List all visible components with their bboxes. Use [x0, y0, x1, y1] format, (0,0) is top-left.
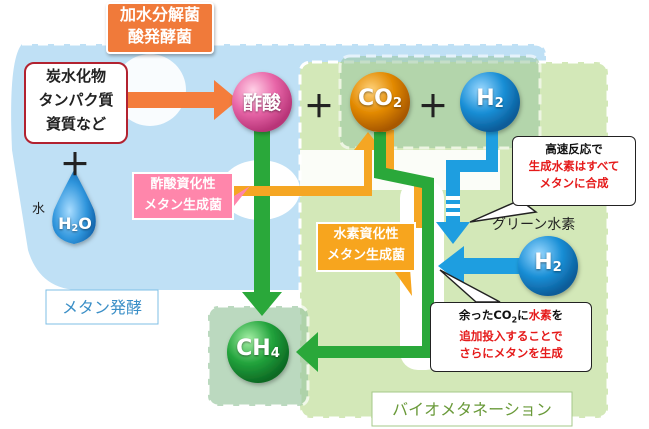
acetic-acid-ball: [232, 72, 292, 132]
yellow-line1: 水素資化性: [333, 227, 399, 242]
substrate-line1: 炭水化物: [45, 67, 106, 85]
methane-fermentation-label: メタン発酵: [61, 298, 142, 317]
substrate-line3: 資質など: [45, 115, 106, 133]
hydrogenotrophic-methanogen-label: 水素資化性 メタン生成菌: [316, 222, 416, 272]
h2o-text: H2O: [58, 214, 92, 234]
callout-top-line1: 高速反応で: [545, 142, 603, 156]
yellow-acetate-co2-arrow: [226, 132, 382, 196]
enzyme-line1: 加水分解菌: [119, 5, 200, 24]
h2-text: H2: [476, 86, 504, 111]
co2-text: CO2: [357, 86, 403, 111]
callout-fast-reaction: 高速反応で 生成水素はすべて メタンに合成: [512, 136, 636, 206]
green-hydrogen-label: グリーン水素: [492, 217, 576, 233]
enzyme-label-box: 加水分解菌 酸発酵菌: [106, 2, 214, 54]
ch4-ball: [227, 321, 289, 383]
callout-bottom-line2: 追加投入することで: [459, 329, 563, 344]
acetoclastic-methanogen-label: 酢酸資化性 メタン生成菌: [132, 172, 234, 220]
yellow-line2: メタン生成菌: [326, 248, 405, 263]
substrate-box: 炭水化物 タンパク質 資質など: [24, 62, 128, 144]
substrate-line2: タンパク質: [38, 91, 114, 109]
plus-acid-co2: ＋: [304, 90, 334, 125]
callout-extra-hydrogen: 余ったCO2に水素を 追加投入することで さらにメタンを生成: [430, 302, 592, 372]
bio-methanation-label: バイオメタネーション: [392, 400, 552, 419]
water-drop-icon: [52, 170, 96, 244]
acetate-to-methane-arrow: [242, 128, 282, 316]
co2-to-methane-arrow: [296, 132, 434, 372]
co2-ball: [350, 72, 410, 132]
callout-top-line2: 生成水素はすべて: [528, 159, 620, 173]
hydrolysis-arrow: [128, 80, 238, 120]
callout-top-line3: メタンに合成: [539, 176, 609, 190]
green-h2-text: H2: [534, 250, 562, 275]
plus-substrate-water: ＋: [60, 148, 90, 183]
bio-methanation-frame: [371, 391, 573, 427]
acetic-acid-text: 酢酸: [242, 92, 281, 114]
enzyme-line2: 酸発酵菌: [127, 27, 192, 46]
callout-bottom-line1: 余ったCO2に水素を: [458, 308, 564, 325]
green-h2-ball: [518, 236, 578, 296]
pink-line1: 酢酸資化性: [150, 177, 216, 192]
green-h2-arrow: [438, 246, 522, 286]
ch4-text: CH4: [236, 336, 280, 361]
water-label: 水: [32, 202, 46, 217]
callout-bottom-line3: さらにメタンを生成: [459, 346, 563, 361]
plus-co2-h2: ＋: [418, 90, 448, 125]
pink-line2: メタン生成菌: [143, 198, 222, 213]
methane-fermentation-frame: [45, 289, 159, 325]
h2-ball: [460, 72, 520, 132]
